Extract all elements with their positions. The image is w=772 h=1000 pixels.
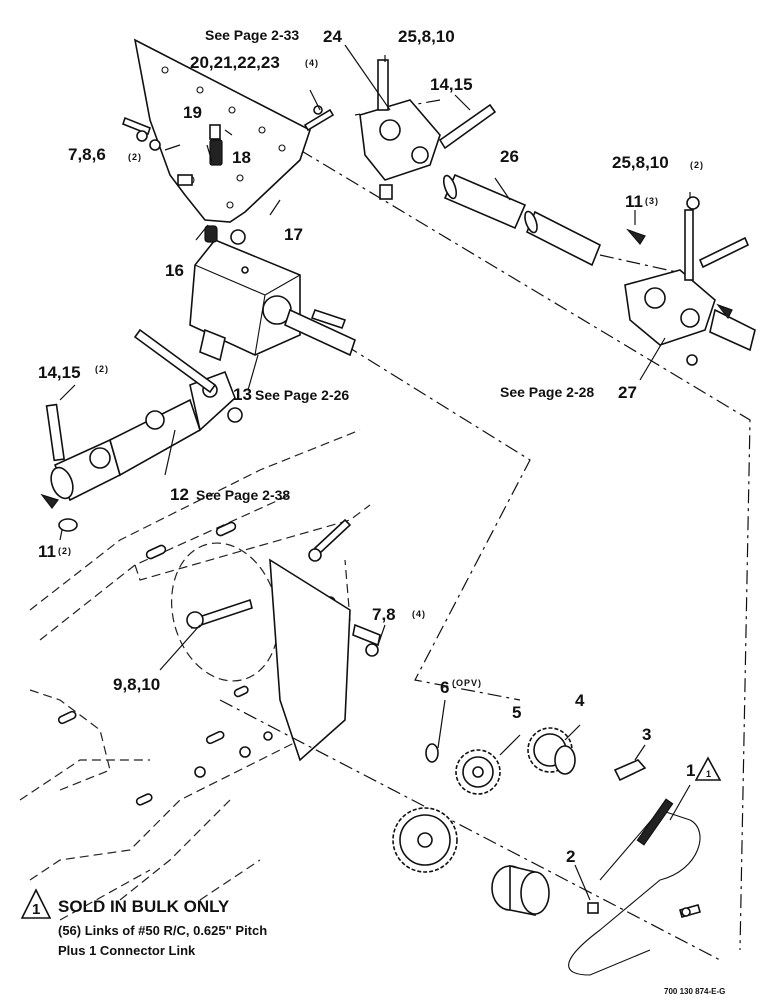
callout-7-8-bottom-qty: (4) <box>412 609 426 619</box>
callout-11-left-qty: (2) <box>58 546 72 556</box>
callout-7-8-bottom: 7,8 <box>372 605 396 624</box>
callout-12: 12 <box>170 485 189 504</box>
callout-24: 24 <box>323 27 342 46</box>
leader-lines <box>59 44 691 901</box>
callout-17: 17 <box>284 225 303 244</box>
callout-18: 18 <box>232 148 251 167</box>
callout-labels: See Page 2-33 24 20,21,22,23 (4) 25,8,10… <box>38 27 722 866</box>
callout-25-8-10-top: 25,8,10 <box>398 27 455 46</box>
callout-9-8-10: 9,8,10 <box>113 675 160 694</box>
shaft-key <box>613 759 647 782</box>
callout-27: 27 <box>618 383 637 402</box>
callout-7-8-6-qty: (2) <box>128 152 142 162</box>
washer <box>425 743 439 763</box>
drawing-code: 700 130 874-E-G <box>664 987 725 996</box>
callout-25-8-10-right: 25,8,10 <box>612 153 669 172</box>
callout-1-flag-number: 1 <box>706 769 712 779</box>
callout-11-right: 11 <box>625 192 643 211</box>
note-line-1: (56) Links of #50 R/C, 0.625" Pitch <box>58 923 267 938</box>
note-flag-number: 1 <box>32 901 40 918</box>
bushing <box>491 864 550 916</box>
bulk-note: 1 SOLD IN BULK ONLY (56) Links of #50 R/… <box>20 888 267 958</box>
u-joint-right <box>624 196 756 366</box>
callout-14-15-top: 14,15 <box>430 75 473 94</box>
drive-chain <box>568 798 701 976</box>
callout-19: 19 <box>183 103 202 122</box>
callout-14-15-left-qty: (2) <box>95 364 109 374</box>
callout-20-23: 20,21,22,23 <box>190 53 280 72</box>
lower-drive-shaft <box>40 328 243 532</box>
callout-3: 3 <box>642 725 651 744</box>
callout-14-15-left: 14,15 <box>38 363 81 382</box>
callout-6-sup: (OPV) <box>452 678 482 688</box>
callout-20-23-qty: (4) <box>305 58 319 68</box>
callout-7-8-6: 7,8,6 <box>68 145 106 164</box>
assembly-centerlines <box>219 99 751 961</box>
gearbox-assembly <box>189 225 356 362</box>
u-joint-top <box>359 59 497 200</box>
ref-see-page-2-38: See Page 2-38 <box>196 487 290 503</box>
callout-26: 26 <box>500 147 519 166</box>
callout-16: 16 <box>165 261 184 280</box>
sprocket-small <box>455 749 501 795</box>
note-flag-triangle <box>20 888 52 919</box>
ref-see-page-2-26: See Page 2-26 <box>255 387 349 403</box>
sprocket-medium <box>527 727 576 775</box>
callout-25-8-10-right-qty: (2) <box>690 160 704 170</box>
callout-2: 2 <box>566 847 575 866</box>
ref-see-page-2-28: See Page 2-28 <box>500 384 594 400</box>
note-title: SOLD IN BULK ONLY <box>58 897 230 916</box>
chain-screws <box>679 904 701 918</box>
note-line-2: Plus 1 Connector Link <box>58 943 196 958</box>
frame-bolts <box>186 518 381 657</box>
ref-see-page-2-33: See Page 2-33 <box>205 27 299 43</box>
callout-1: 1 <box>686 761 695 780</box>
callout-11-left: 11 <box>38 542 56 561</box>
callout-4: 4 <box>575 691 585 710</box>
drive-shaft <box>442 173 602 267</box>
callout-5: 5 <box>512 703 521 722</box>
callout-6: 6 <box>440 678 449 697</box>
plate-bolts <box>122 105 335 186</box>
sprocket-large <box>392 807 458 873</box>
callout-1-flag: 1 <box>694 756 722 781</box>
callout-13: 13 <box>233 385 252 404</box>
callout-11-right-qty: (3) <box>645 196 659 206</box>
support-plate <box>269 558 351 762</box>
